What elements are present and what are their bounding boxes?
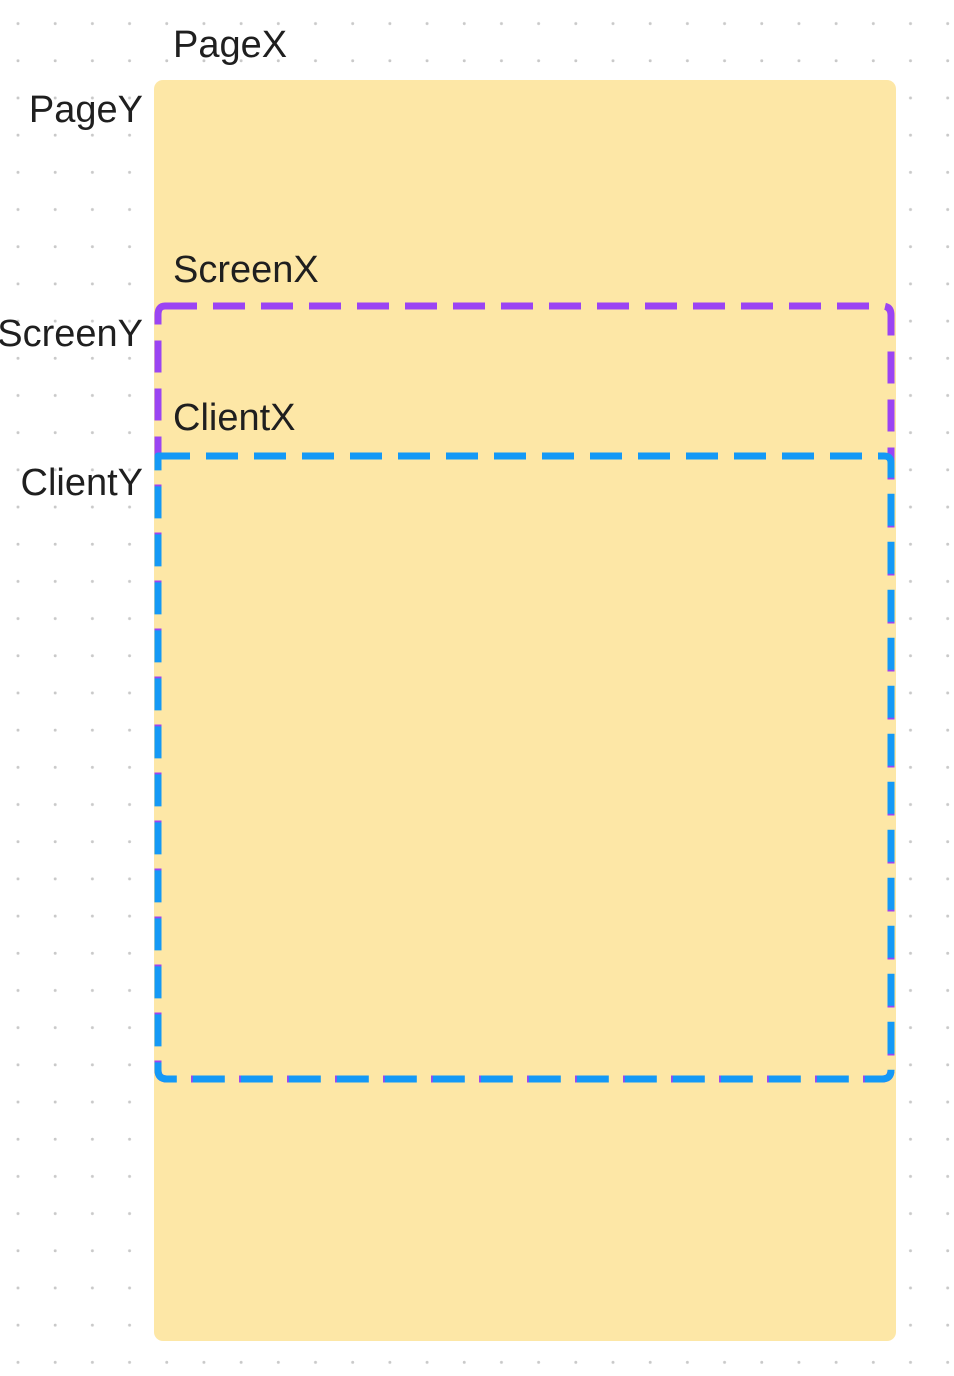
screen-x-label: ScreenX — [173, 249, 319, 291]
page-x-label: PageX — [173, 24, 288, 66]
client-x-label: ClientX — [173, 397, 296, 439]
screen-y-label: ScreenY — [0, 313, 143, 355]
client-y-label: ClientY — [20, 462, 144, 504]
page-y-label: PageY — [28, 89, 143, 131]
